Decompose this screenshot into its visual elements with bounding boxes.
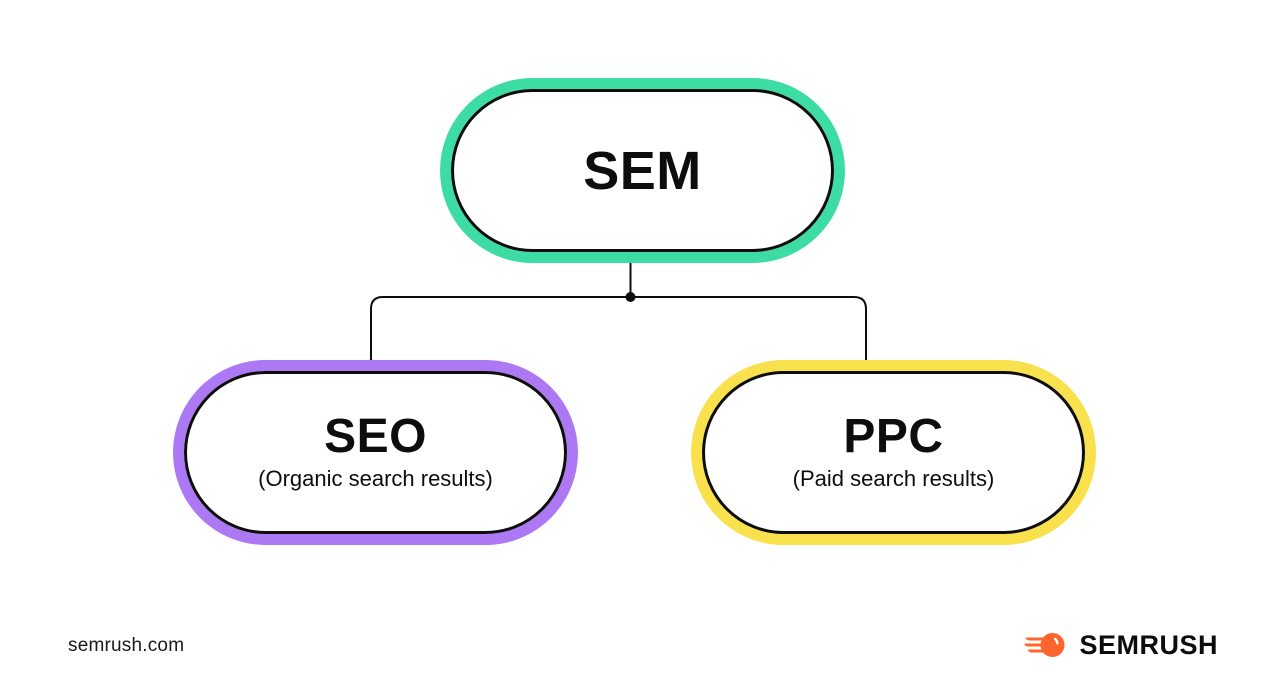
semrush-wordmark: SEMRUSH (1079, 629, 1218, 660)
node-seo-subtitle: (Organic search results) (258, 466, 493, 492)
connector-junction-to-seo (370, 296, 631, 363)
node-ppc-subtitle: (Paid search results) (792, 466, 995, 492)
semrush-comet-icon (1024, 633, 1065, 657)
node-sem[interactable]: SEM (451, 89, 834, 252)
node-ppc-title: PPC (843, 410, 944, 464)
semrush-logo: SEMRUSH (1024, 628, 1218, 662)
node-halo-seo (173, 360, 578, 545)
node-sem-title: SEM (583, 140, 702, 201)
connector-junction-to-ppc (630, 296, 867, 364)
node-halo-sem (440, 78, 845, 263)
connector-junction-dot (625, 292, 636, 302)
node-seo[interactable]: SEO (Organic search results) (184, 371, 567, 534)
node-ppc[interactable]: PPC (Paid search results) (702, 371, 1085, 534)
node-seo-title: SEO (324, 410, 427, 464)
node-halo-ppc (691, 360, 1096, 545)
footer-url-text: semrush.com (68, 635, 185, 656)
